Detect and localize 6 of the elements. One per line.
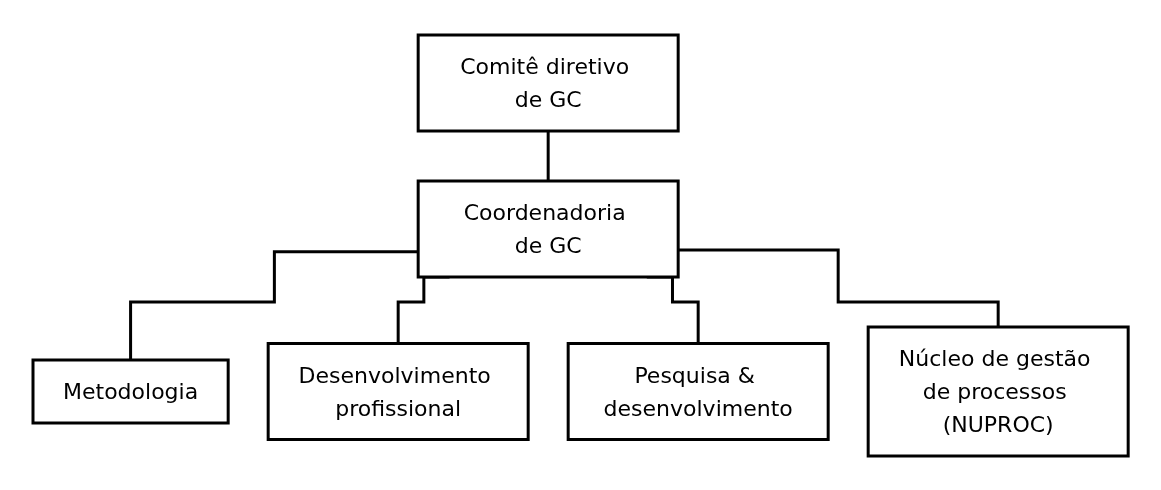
node-box: Núcleo de gestão de processos (NUPROC) bbox=[866, 325, 1130, 457]
node-box: Pesquisa & desenvolvimento bbox=[566, 341, 830, 441]
node-box: Metodologia bbox=[31, 358, 230, 424]
node-box: Coordenadoria de GC bbox=[416, 179, 680, 278]
node-box: Desenvolvimento profissional bbox=[266, 341, 530, 441]
node-box: Comitê diretivo de GC bbox=[416, 33, 680, 132]
